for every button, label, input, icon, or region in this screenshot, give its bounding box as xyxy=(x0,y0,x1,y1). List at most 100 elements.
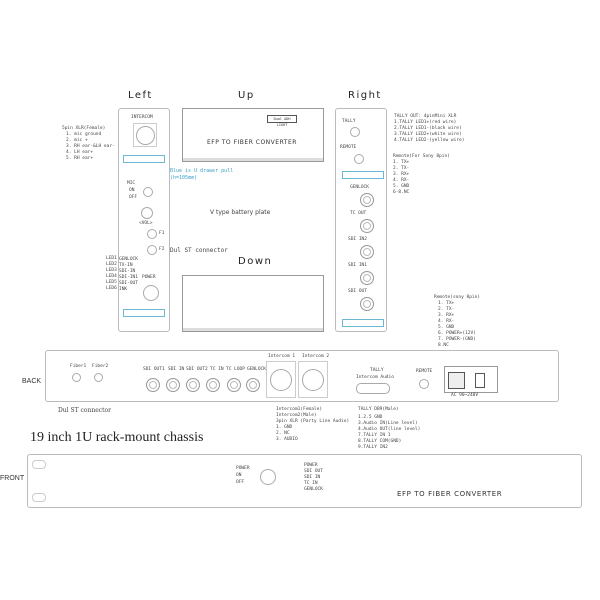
st-connector-note: Dul ST connector xyxy=(58,407,112,414)
remote-connector xyxy=(354,154,364,164)
view-left-title: Left xyxy=(128,90,153,101)
remote-pin: 8.NC xyxy=(438,343,449,348)
power-switch[interactable] xyxy=(475,373,485,388)
back-label: BACK xyxy=(22,378,42,385)
bnc-connector xyxy=(146,378,160,392)
f2-label: F2 xyxy=(159,247,165,252)
front-power-label: POWER xyxy=(236,466,250,471)
chassis-title: 19 inch 1U rack-mount chassis xyxy=(30,430,204,445)
remote-pin: 1. TX+ xyxy=(438,301,455,306)
mic-label: MIC xyxy=(127,181,136,186)
intercom-pin-line: Intercom1(Female) xyxy=(276,407,323,412)
front-off-label: OFF xyxy=(236,480,245,485)
tally-pin: 4.TALLY LED2-(yellow wire) xyxy=(394,138,465,143)
remote-pin: 2. TX- xyxy=(393,166,410,171)
bnc-connector xyxy=(186,378,200,392)
front-power-button[interactable] xyxy=(260,469,276,485)
power-inlet-block xyxy=(444,366,498,393)
f2-button[interactable] xyxy=(147,245,157,255)
front-led-labels: POWER SDI OUT SDI IN TC IN GENLOCK xyxy=(304,463,323,493)
led-code: LED3 xyxy=(106,268,117,273)
remote-pin: 6-8.NC xyxy=(393,190,410,195)
tally-out-list: TALLY OUT: 4pinMini XLR 1.TALLY LED1+(re… xyxy=(394,114,464,144)
drawer-pull xyxy=(342,319,384,327)
remote-label: REMOTE xyxy=(340,145,357,150)
sdi-out-bnc xyxy=(360,297,374,311)
tally-pin: 1.TALLY LED1+(red wire) xyxy=(394,120,457,125)
led-code: LED1 xyxy=(106,256,117,261)
fiber-label: Fiber2 xyxy=(92,364,109,369)
remote-pin-list-2: Remote(sony 8pin) 1. TX+2. TX-3. RX+4. R… xyxy=(434,295,480,349)
right-side-panel: TALLY REMOTE GENLOCK TC OUT SDI IN2 SDI … xyxy=(335,108,387,332)
volume-knob[interactable] xyxy=(141,207,153,219)
led-label: SDI-IN xyxy=(119,269,136,274)
led-code: LED6 xyxy=(106,286,117,291)
bnc-label: SDI IN2 xyxy=(348,237,367,242)
db9-pin: 4.Audio OUT(line level) xyxy=(358,427,421,432)
intercom-pin-list: Intercom1(Female)Intercom2(Male)3pin XLR… xyxy=(276,407,349,443)
remote-label: REMOTE xyxy=(416,369,433,374)
remote-pin: 6. POWER+(12V) xyxy=(438,331,476,336)
drawer-pull xyxy=(123,309,165,317)
ac-voltage-label: AC 90~240V xyxy=(451,393,479,398)
power-button[interactable] xyxy=(143,285,159,301)
bnc-connector xyxy=(227,378,241,392)
drawer-pull xyxy=(342,171,384,179)
tally-sub-label: Intercom Audio xyxy=(356,375,394,380)
xlr-pin: 4. LH ear+ xyxy=(66,150,94,155)
front-led-label: GENLOCK xyxy=(304,487,323,492)
tally-pin: 2.TALLY LED1-(black wire) xyxy=(394,126,462,131)
f1-button[interactable] xyxy=(147,229,157,239)
intercom-pin: 3. AUDIO xyxy=(276,437,298,442)
back-panel: Fiber1 Fiber2 SDI OUT1 SDI IN SDI OUT2 T… xyxy=(45,350,559,402)
tally-connector xyxy=(350,127,360,137)
bnc-label: TC IN xyxy=(210,367,224,372)
front-panel: POWER ON OFF POWER SDI OUT SDI IN TC IN … xyxy=(27,454,582,508)
xlr-pin-list: 5pin XLR(Female) 1. mic ground 2. mic + … xyxy=(62,126,115,162)
tally-label: TALLY xyxy=(370,368,384,373)
drawer-pull xyxy=(123,155,165,163)
intercom-pin: 1. GND xyxy=(276,425,293,430)
sdi-in2-bnc xyxy=(360,245,374,259)
remote-pin: 1. TX+ xyxy=(393,160,410,165)
rack-ear-hole xyxy=(32,460,46,469)
mic-switch[interactable] xyxy=(143,187,153,197)
intercom-label: Intercom 1 xyxy=(268,354,296,359)
remote-pin-list: Remote(For Sony 8pin) 1. TX+2. TX-3. RX+… xyxy=(393,154,450,196)
tally-pin: 3.TALLY LED2+(white wire) xyxy=(394,132,462,137)
led-label: GENLOCK xyxy=(119,257,138,262)
intercom-label: INTERCOM xyxy=(131,115,153,120)
view-up-title: Up xyxy=(238,90,255,101)
front-led-label: TC IN xyxy=(304,481,318,486)
st-connector-note: Dul ST connector xyxy=(170,247,228,254)
bnc-label: GENLOCK xyxy=(247,367,266,372)
battery-note: V type battery plate xyxy=(210,209,271,216)
bnc-label: SDI OUT xyxy=(348,289,367,294)
intercom-pin: 2. NC xyxy=(276,431,290,436)
bnc-connector xyxy=(166,378,180,392)
db9-pin: 3.Audio IN(Line level) xyxy=(358,421,418,426)
led-code: LED4 xyxy=(106,274,117,279)
db9-title: TALLY DB9(Male) xyxy=(358,407,399,412)
xlr-pin: 3. RH ear-&LH ear- xyxy=(66,144,115,149)
f1-label: F1 xyxy=(159,231,165,236)
intercom-label: Intercom 2 xyxy=(302,354,330,359)
top-product-label: EFP TO FIBER CONVERTER xyxy=(207,139,297,146)
front-product-label: EFP TO FIBER CONVERTER xyxy=(397,490,503,498)
front-led-label: POWER xyxy=(304,463,318,468)
led-label: TX-IN xyxy=(119,263,133,268)
remote-title: Remote(sony 8pin) xyxy=(434,295,481,300)
intercom-xlr-connector xyxy=(133,123,157,147)
fiber2-port xyxy=(94,373,103,382)
db9-connector xyxy=(356,383,390,394)
rack-ear-hole xyxy=(32,493,46,502)
remote-pin: 4. RX- xyxy=(393,178,410,183)
db9-pin: 8.TALLY COM(GND) xyxy=(358,439,402,444)
remote-pin: 5. GND xyxy=(393,184,410,189)
front-led-label: SDI OUT xyxy=(304,469,323,474)
xlr-pin: 2. mic + xyxy=(66,138,88,143)
bnc-label: GENLOCK xyxy=(350,185,369,190)
led-label: SDI-OUT xyxy=(119,281,138,286)
